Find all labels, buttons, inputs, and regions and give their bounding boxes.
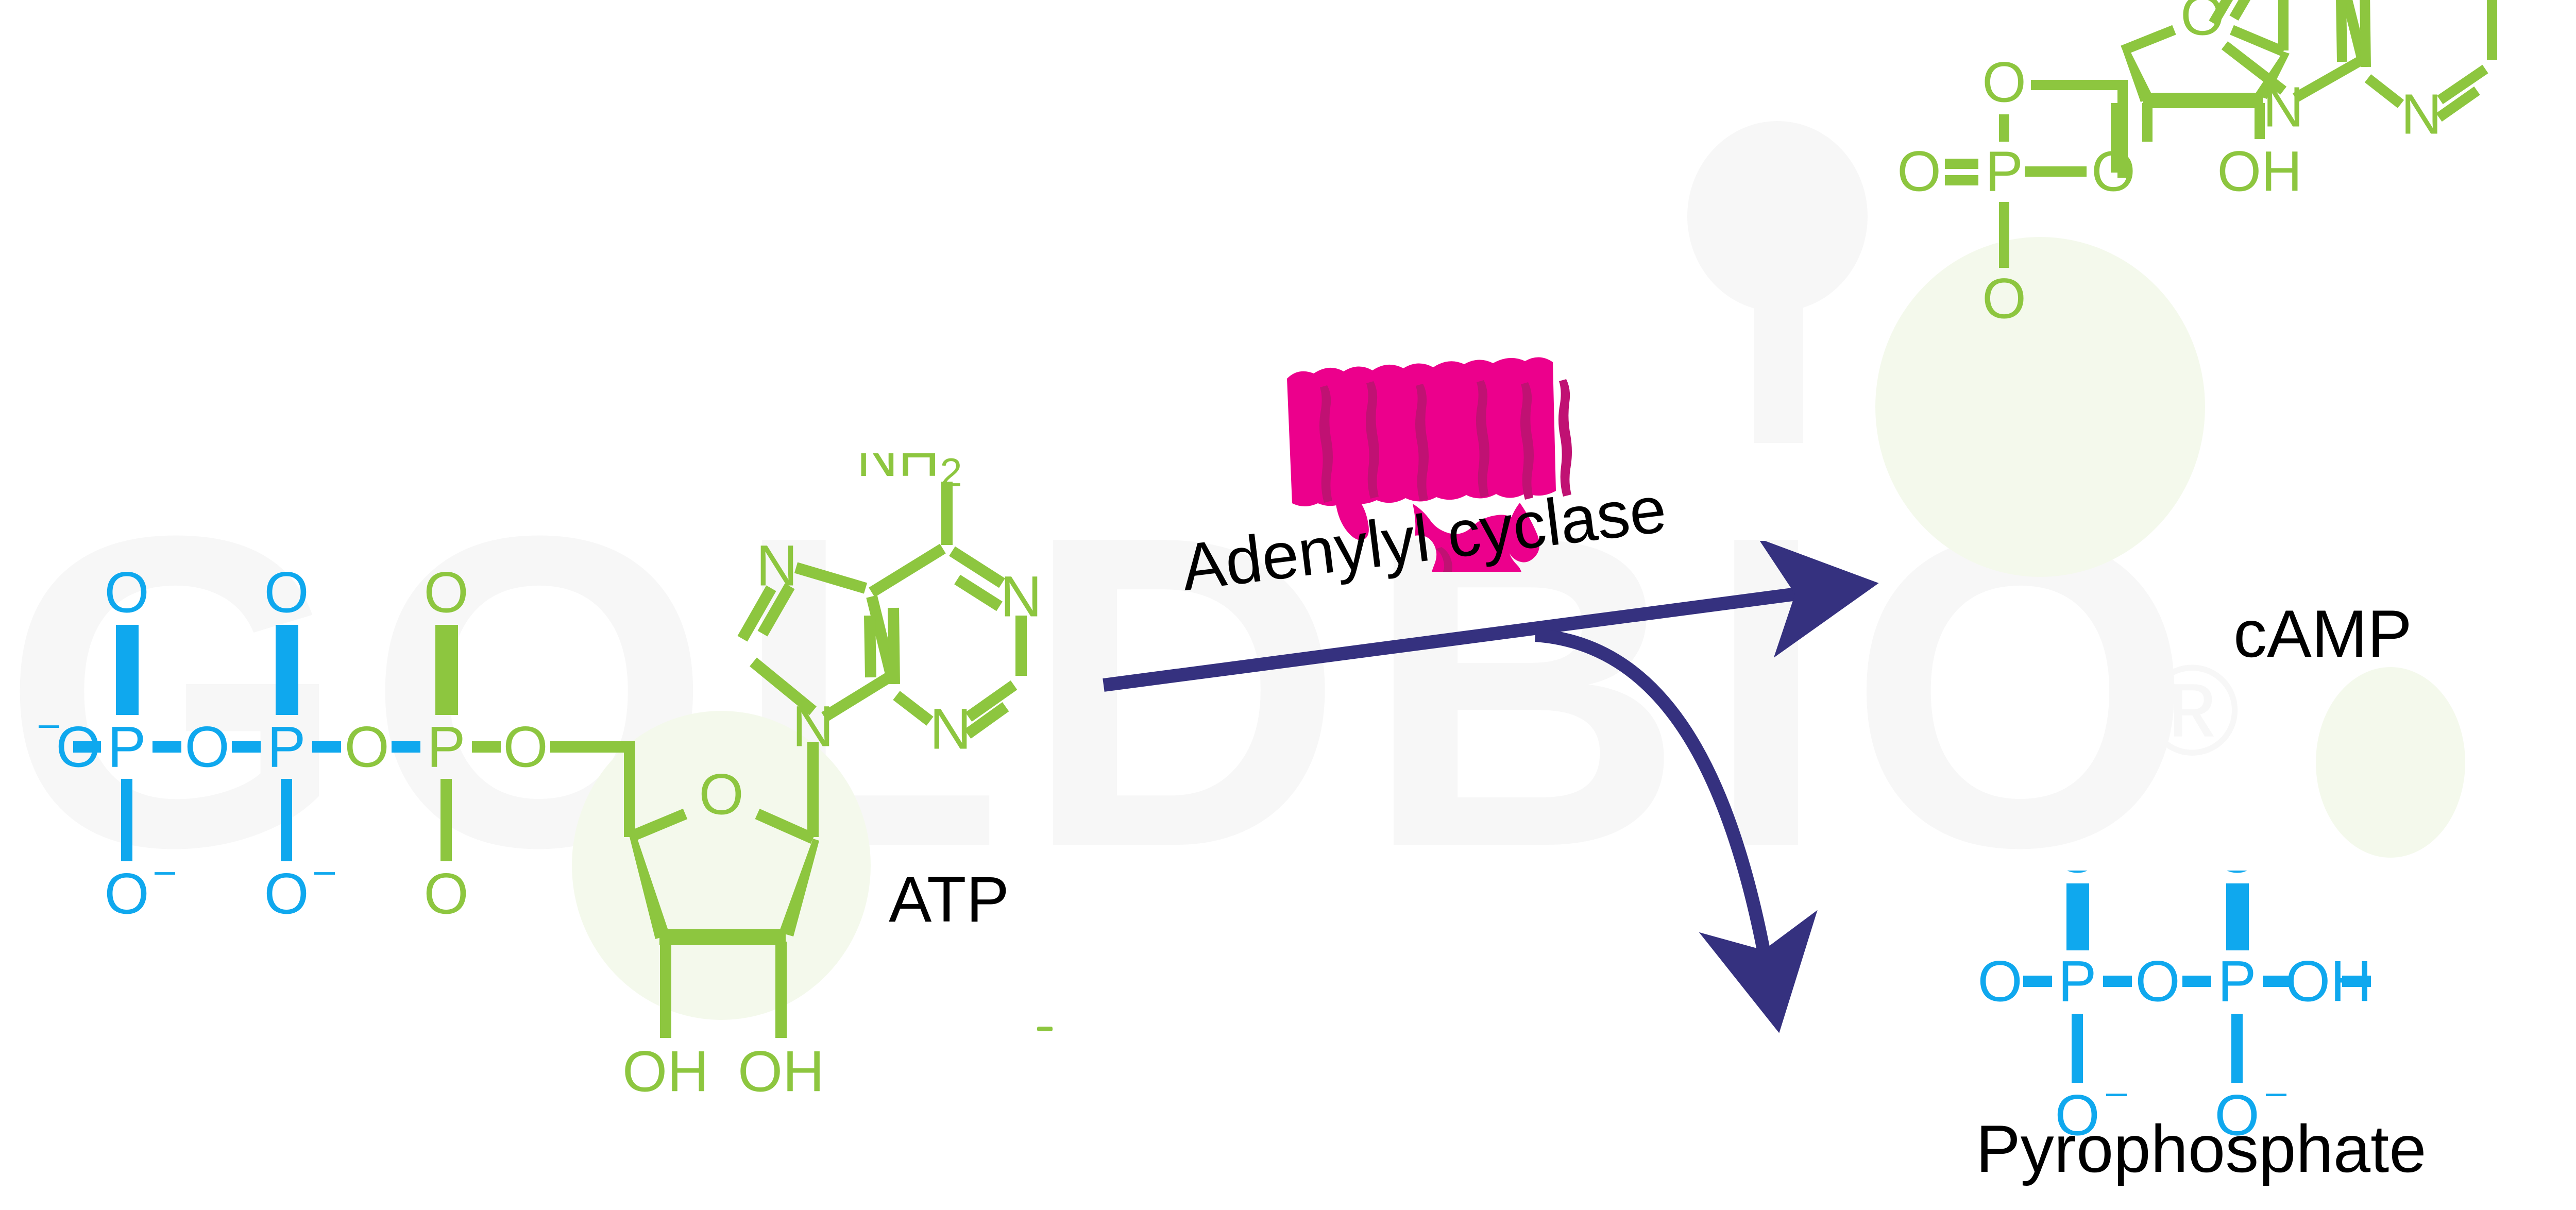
pyrophosphate-label: Pyrophosphate (1976, 1111, 2427, 1186)
pyrophosphate-p1-group: O P O O – (1977, 871, 2127, 1148)
atp-o-bridge-2: O (344, 715, 389, 779)
atp-p-alpha: P (108, 715, 146, 779)
camp-purine-ring: N N N N NH2 (2209, 0, 2513, 146)
atp-p-beta: P (267, 715, 306, 779)
atp-n3: N (930, 697, 972, 761)
atp-o-ester: O (503, 715, 548, 779)
reaction-arrow-group (1103, 541, 1879, 1033)
pp-p2: P (2218, 949, 2257, 1014)
stray-mark (1037, 1027, 1053, 1031)
atp-label: ATP (889, 864, 1009, 935)
camp-cyclic-phosphate: O P O O O (1897, 51, 2136, 331)
atp-oh-3prime: OH (622, 1039, 709, 1104)
pp-p1: P (2058, 949, 2097, 1014)
atp-oh-2prime: OH (738, 1039, 824, 1104)
main-reaction-arrow (1103, 541, 1879, 692)
atp-o-double-alpha: O (104, 560, 149, 625)
atp-n9: N (792, 694, 834, 759)
halo-glow-group (572, 121, 2465, 1020)
atp-ribose-ring: O OH OH (622, 742, 824, 1104)
pp-o-bridge: O (2135, 949, 2180, 1014)
atp-o-anion-beta: O (264, 862, 309, 926)
camp-upper-bridge-layer (1855, 46, 2061, 252)
pp-o-anion-1: O (2055, 1083, 2099, 1148)
atp-n1: N (1001, 565, 1042, 629)
phosphate-backbone-bonds (73, 741, 635, 837)
branch-arrow-to-pyrophosphate (1535, 628, 1818, 1033)
alpha-phosphate-group: – O P O O – (39, 560, 176, 926)
pp-o-left: O (1977, 949, 2022, 1014)
pp-oh-terminal: OH (2285, 949, 2372, 1014)
atp-adenine-ring: N N N N NH2 (737, 453, 1042, 761)
atp-o-bridge-1: O (184, 715, 229, 779)
beta-phosphate-group: P O O – (264, 560, 335, 926)
camp-structure: .cG{stroke:#8DC63F;stroke-width:20;fill:… (1897, 0, 2302, 331)
camp-o-double: O (1897, 140, 1941, 203)
atp-o-gamma-lower: O (423, 862, 468, 926)
camp-o-ester: O (2091, 140, 2136, 203)
atp-p-gamma: P (427, 715, 466, 779)
atp-o-double-gamma: O (423, 560, 468, 625)
atp-o-double-beta: O (264, 560, 309, 625)
camp-label: cAMP (2233, 596, 2412, 671)
pp-charge-2: – (2266, 1071, 2287, 1113)
camp-o-bridge-upper: O (1982, 51, 2026, 114)
camp-n1: N (2471, 0, 2512, 12)
atp-o-anion-alpha: O (104, 862, 149, 926)
atp-nh2: NH2 (856, 453, 962, 495)
svg-text:®: ® (2145, 638, 2240, 782)
terminal-charge-1: – (39, 703, 60, 744)
adenylyl-cyclase-protein-icon (1287, 357, 1572, 572)
pp-charge-1: – (2106, 1071, 2127, 1113)
atp-n7: N (756, 534, 798, 598)
gamma-phosphate-group: P O O (423, 560, 468, 926)
pyrophosphate-structure: .pB{stroke:#0FA8EE;stroke-width:22;fill:… (1977, 871, 2372, 1148)
pp-o-anion-2: O (2214, 1083, 2259, 1148)
watermark-goldbio-text: GOLDBIO ® (2, 444, 2240, 939)
pp-o-double-2: O (2214, 871, 2259, 885)
camp-n9: N (2263, 76, 2303, 139)
camp-p: P (1985, 140, 2023, 203)
pp-o-double-1: O (2055, 871, 2099, 885)
protein-ribbon-shape (1287, 357, 1572, 572)
atp-o-ribose-ring: O (699, 762, 743, 827)
camp-n3: N (2401, 83, 2442, 146)
pyrophosphate-p2-group: P O O – (2214, 871, 2287, 1148)
atp-structure: .bB{stroke:#0FA8EE;stroke-width:22;fill:… (39, 453, 1042, 1104)
camp-ribose-ring: O OH (2121, 0, 2302, 203)
svg-text:GOLDBIO: GOLDBIO (2, 444, 2213, 939)
camp-o-lower: O (1982, 267, 2026, 331)
anion-charge-beta: – (314, 850, 335, 891)
atp-o-terminal: O (56, 715, 100, 779)
camp-oh-2prime: OH (2217, 140, 2302, 203)
anion-charge-alpha: – (155, 850, 176, 891)
camp-adenine-group: .aG{stroke:#8DC63F;stroke-width:20;fill:… (2209, 0, 2513, 146)
